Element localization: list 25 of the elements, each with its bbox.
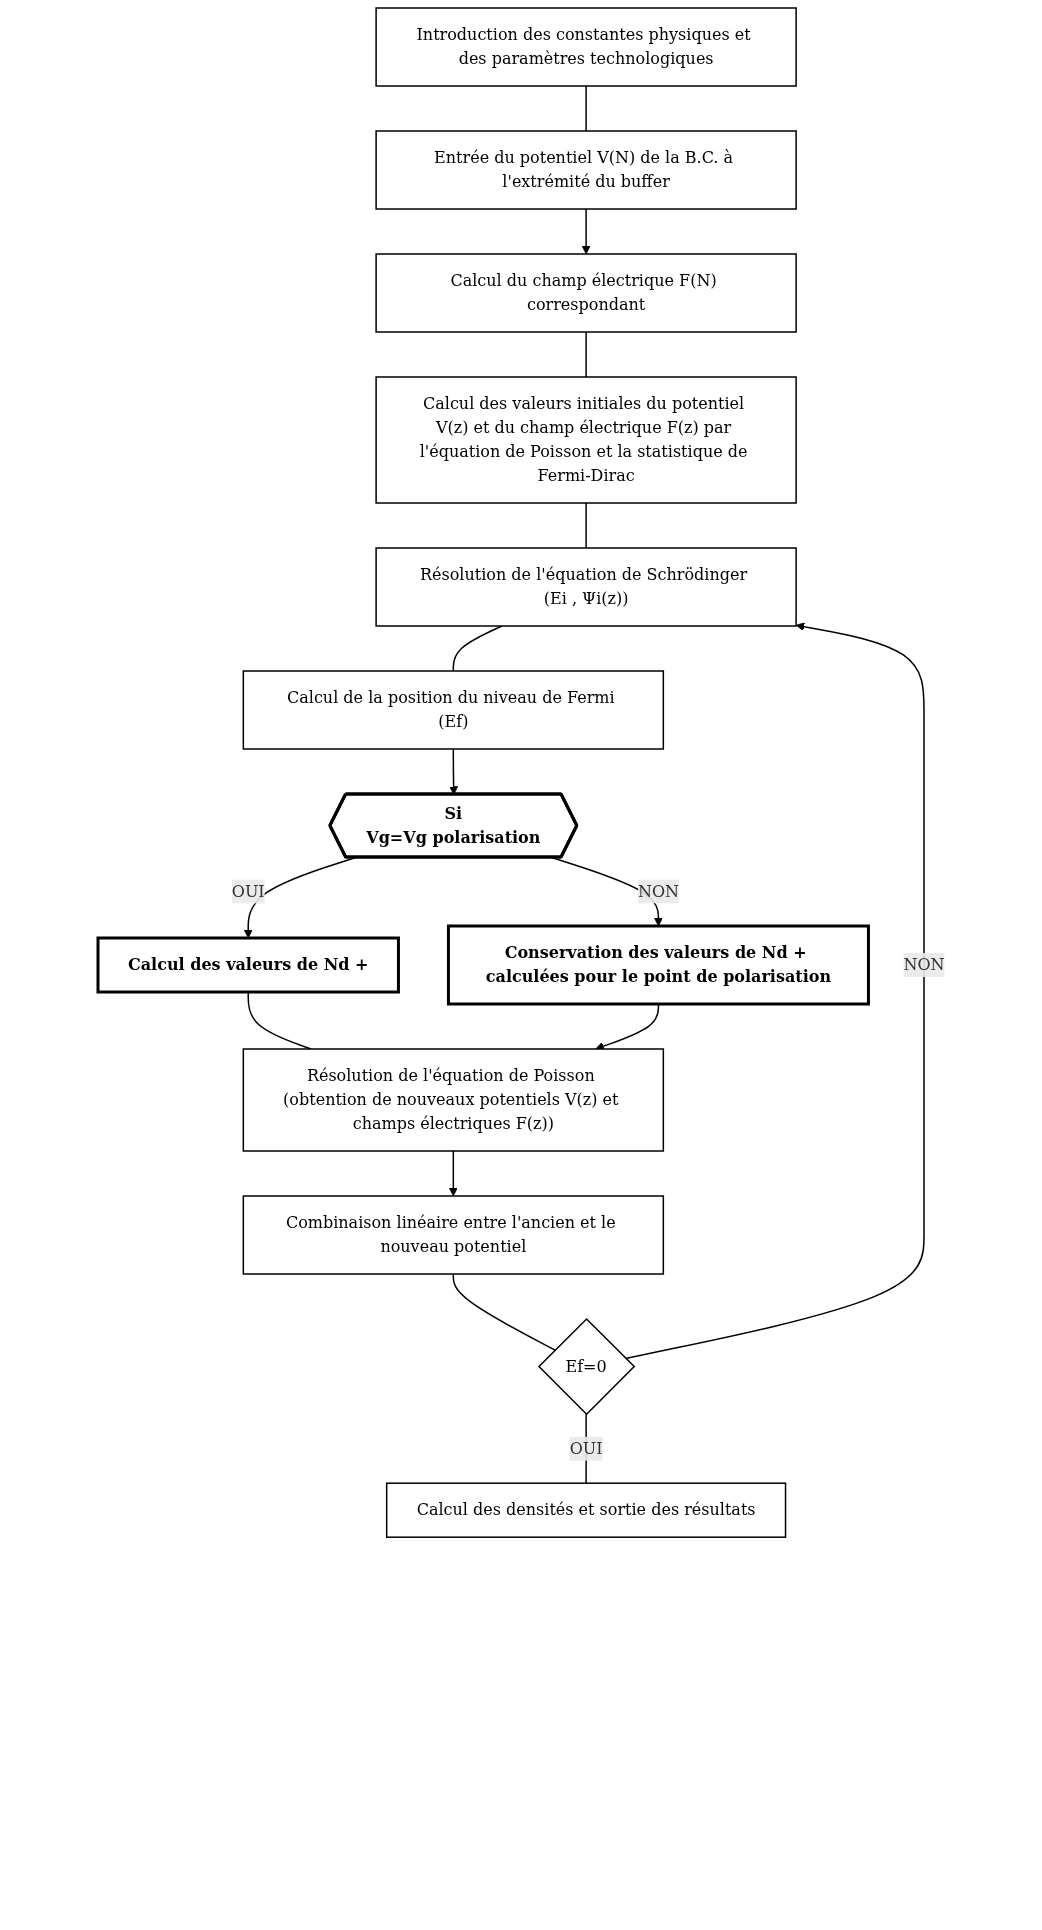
- edge-label: OUI: [569, 1438, 603, 1458]
- node-box: Calcul du champ électrique F(N) correspondant: [375, 253, 797, 333]
- node-box: Calcul des valeurs initiales du potentiel V(z) et du champ électrique F(z) par l'équation de Poisson et la statistique de Fermi-Dirac: [375, 376, 797, 504]
- connector: [585, 502, 587, 549]
- edge-label: NON: [903, 955, 945, 974]
- arrow: [448, 748, 458, 795]
- node-box: Combinaison linéaire entre l'ancien et le nouveau potentiel: [242, 1195, 664, 1275]
- connector: [452, 625, 503, 672]
- node-diamond: Ef=0: [537, 1317, 635, 1416]
- node-box: Résolution de l'équation de Poisson (obtention de nouveaux potentiels V(z) et champs électriques F(z)): [242, 1048, 664, 1152]
- node-box: Entrée du potentiel V(N) de la B.C. à l'extrémité du buffer: [375, 130, 797, 210]
- node-box: Conservation des valeurs de Nd + calculées pour le point de polarisation: [446, 924, 870, 1006]
- arrow: [624, 622, 925, 1360]
- node-box: Calcul des densités et sortie des résultats: [385, 1482, 786, 1538]
- connector: [585, 331, 587, 378]
- node-box: Introduction des constantes physiques et des paramètres technologiques: [375, 7, 797, 87]
- connector: [452, 1273, 556, 1351]
- edge-label: NON: [637, 881, 679, 901]
- arrow: [581, 208, 591, 255]
- node-box: Résolution de l'équation de Schrödinger (Ei , Ψi(z)): [375, 547, 797, 627]
- node-box: Calcul de la position du niveau de Fermi (Ef): [242, 670, 664, 750]
- arrow: [448, 1150, 458, 1197]
- edge-label: OUI: [231, 881, 265, 901]
- connector: [585, 85, 587, 132]
- node-box: Calcul des valeurs de Nd +: [96, 936, 400, 994]
